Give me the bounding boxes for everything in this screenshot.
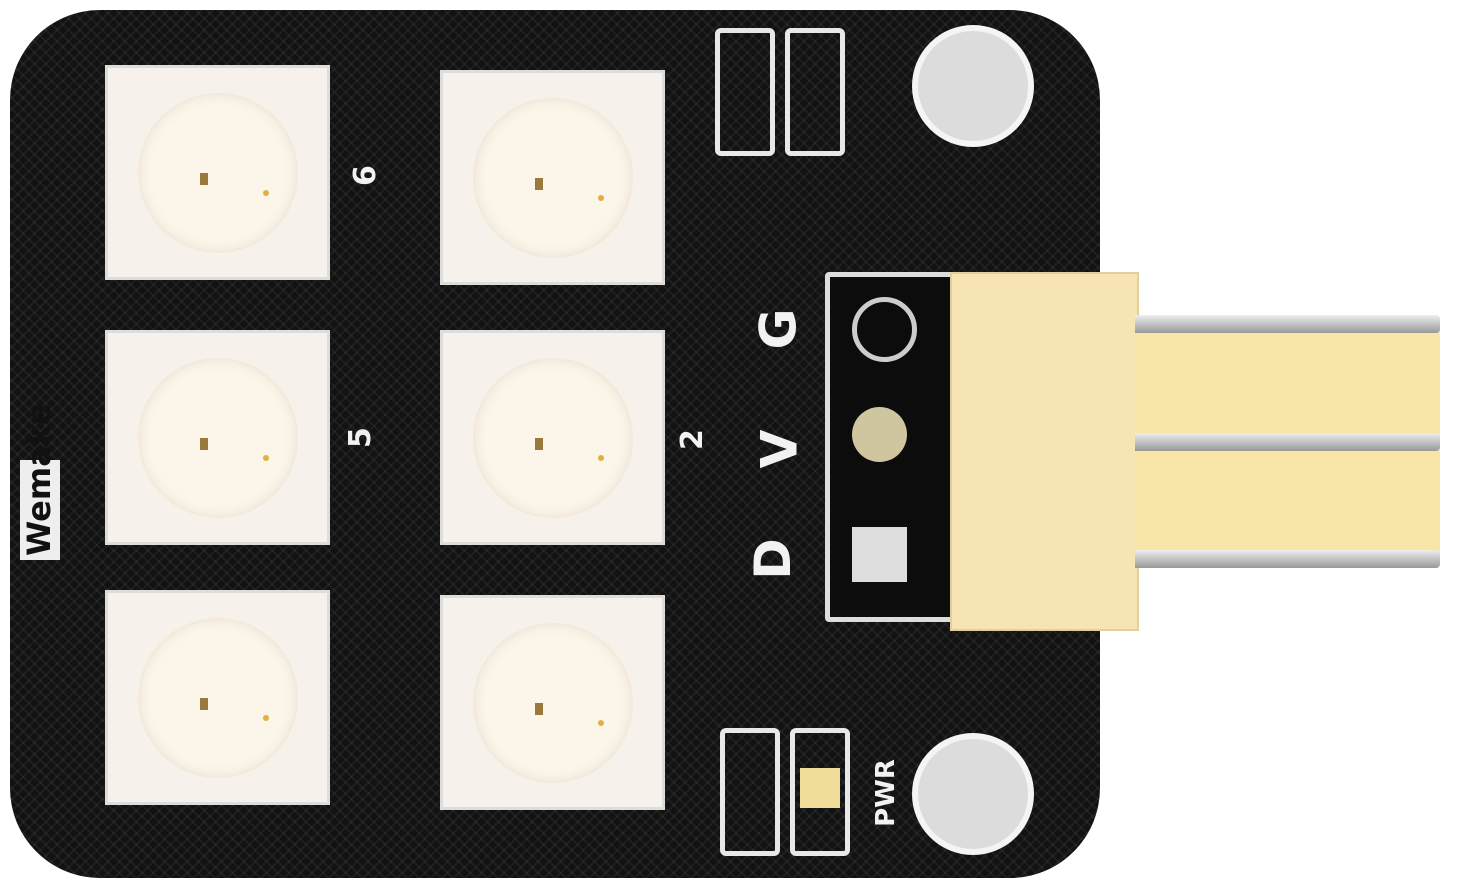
rgb-led-3	[105, 330, 330, 545]
header-pin-g	[1135, 315, 1440, 333]
header-pin-d	[1135, 550, 1440, 568]
led-number-2: 2	[674, 429, 710, 450]
smd-resistor	[720, 728, 780, 856]
smd-pad	[715, 28, 775, 156]
power-led	[790, 728, 850, 856]
rgb-led-4	[440, 330, 665, 545]
smd-pad	[785, 28, 845, 156]
led-number-5: 5	[342, 427, 378, 448]
led-number-6: 6	[347, 165, 383, 186]
rgb-led-1	[105, 65, 330, 280]
mounting-hole-bottom	[912, 733, 1034, 855]
connector-footprint	[825, 272, 960, 622]
mounting-hole-top	[912, 25, 1034, 147]
pin-label-d: D	[743, 538, 802, 580]
pin-label-v: V	[750, 429, 809, 469]
rgb-led-2	[440, 70, 665, 285]
rgb-led-6	[440, 595, 665, 810]
power-label: PWR	[870, 759, 901, 827]
header-pin-v	[1135, 433, 1440, 451]
brand-label-bg: Wemake	[20, 403, 60, 560]
connector-housing[interactable]	[950, 272, 1139, 631]
brand-label: Wemake	[20, 403, 58, 556]
pin-pad	[852, 527, 907, 582]
pin-pad	[852, 297, 917, 362]
rgb-led-5	[105, 590, 330, 805]
pin-pad	[852, 407, 907, 462]
pin-label-g: G	[749, 308, 808, 350]
